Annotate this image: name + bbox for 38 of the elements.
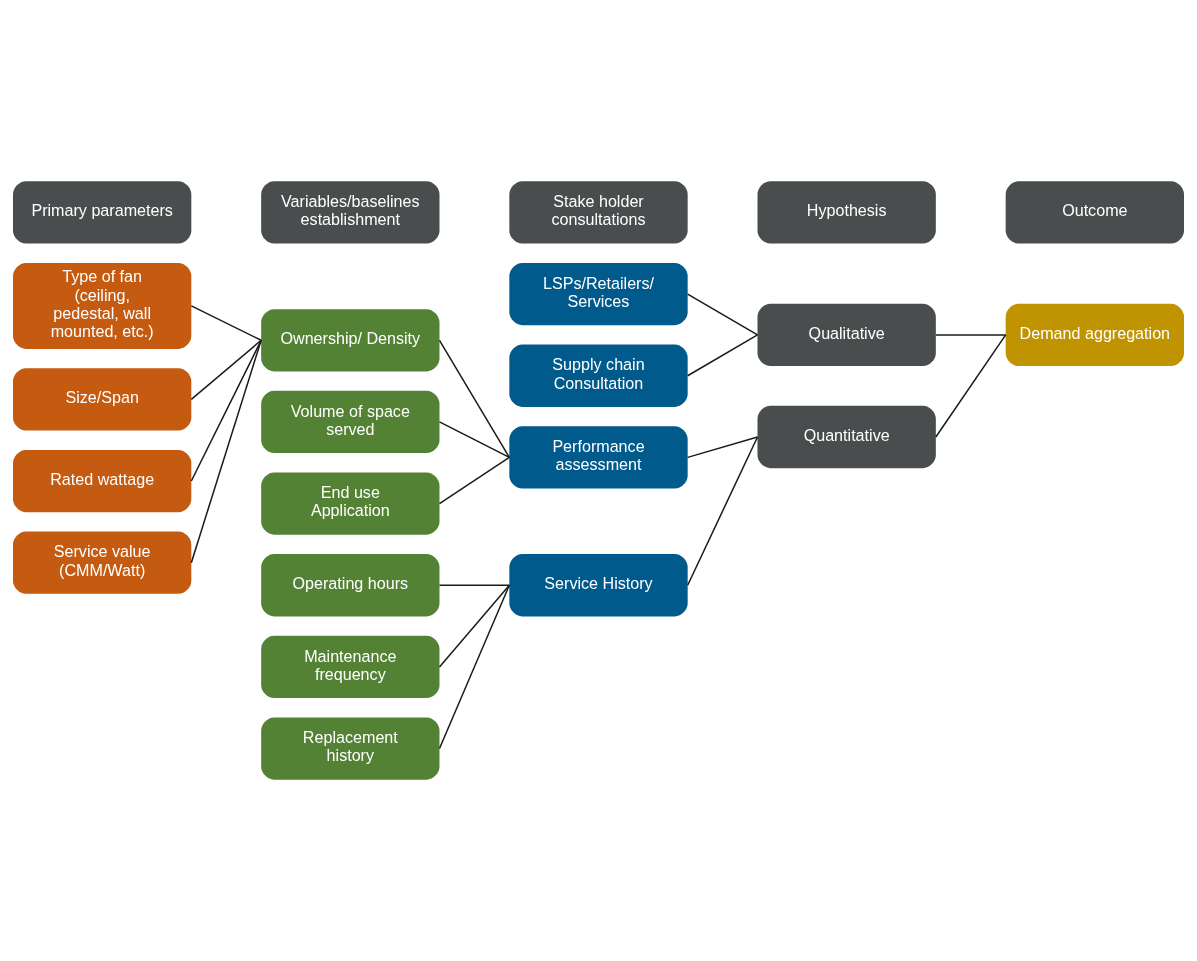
connector — [438, 456, 511, 505]
node-box: Primary parameters — [13, 181, 192, 244]
node-box: Rated wattage — [13, 449, 192, 513]
connector — [686, 436, 759, 459]
node-box: Size/Span — [13, 368, 192, 431]
connector — [935, 334, 1007, 336]
node-box: Outcome — [1005, 181, 1184, 244]
node-box: Operating hours — [261, 554, 440, 617]
connector — [686, 334, 759, 377]
connector — [438, 584, 511, 668]
node-box: Replacement history — [261, 717, 440, 780]
node-box: Type of fan (ceiling, pedestal, wall mounted, etc.) — [13, 262, 192, 349]
node-box: Variables/baselines establishment — [261, 181, 440, 244]
connector — [438, 584, 511, 750]
node-box: End use Application — [261, 472, 440, 535]
node-box: Hypothesis — [757, 181, 936, 244]
node-box: Stake holder consultations — [509, 181, 688, 244]
connector — [438, 339, 511, 459]
node-box: Quantitative — [757, 405, 936, 469]
node-box: Performance assessment — [509, 426, 688, 489]
connector — [438, 421, 511, 459]
node-box: Qualitative — [757, 303, 936, 367]
connector — [190, 305, 262, 342]
node-box: LSPs/Retailers/ Services — [509, 262, 688, 326]
connector — [190, 339, 262, 482]
node-box: Volume of space served — [261, 390, 440, 454]
node-box: Service History — [509, 554, 688, 617]
node-box: Supply chain Consultation — [509, 344, 688, 407]
node-box: Demand aggregation — [1005, 303, 1184, 367]
connector — [686, 293, 759, 336]
node-box: Ownership/ Density — [261, 309, 440, 372]
connector — [190, 339, 262, 401]
connector — [935, 334, 1007, 438]
node-box: Service value (CMM/Watt) — [13, 531, 192, 594]
connector — [190, 339, 262, 564]
connector — [438, 584, 511, 586]
connector — [686, 436, 759, 586]
node-box: Maintenance frequency — [261, 635, 440, 699]
